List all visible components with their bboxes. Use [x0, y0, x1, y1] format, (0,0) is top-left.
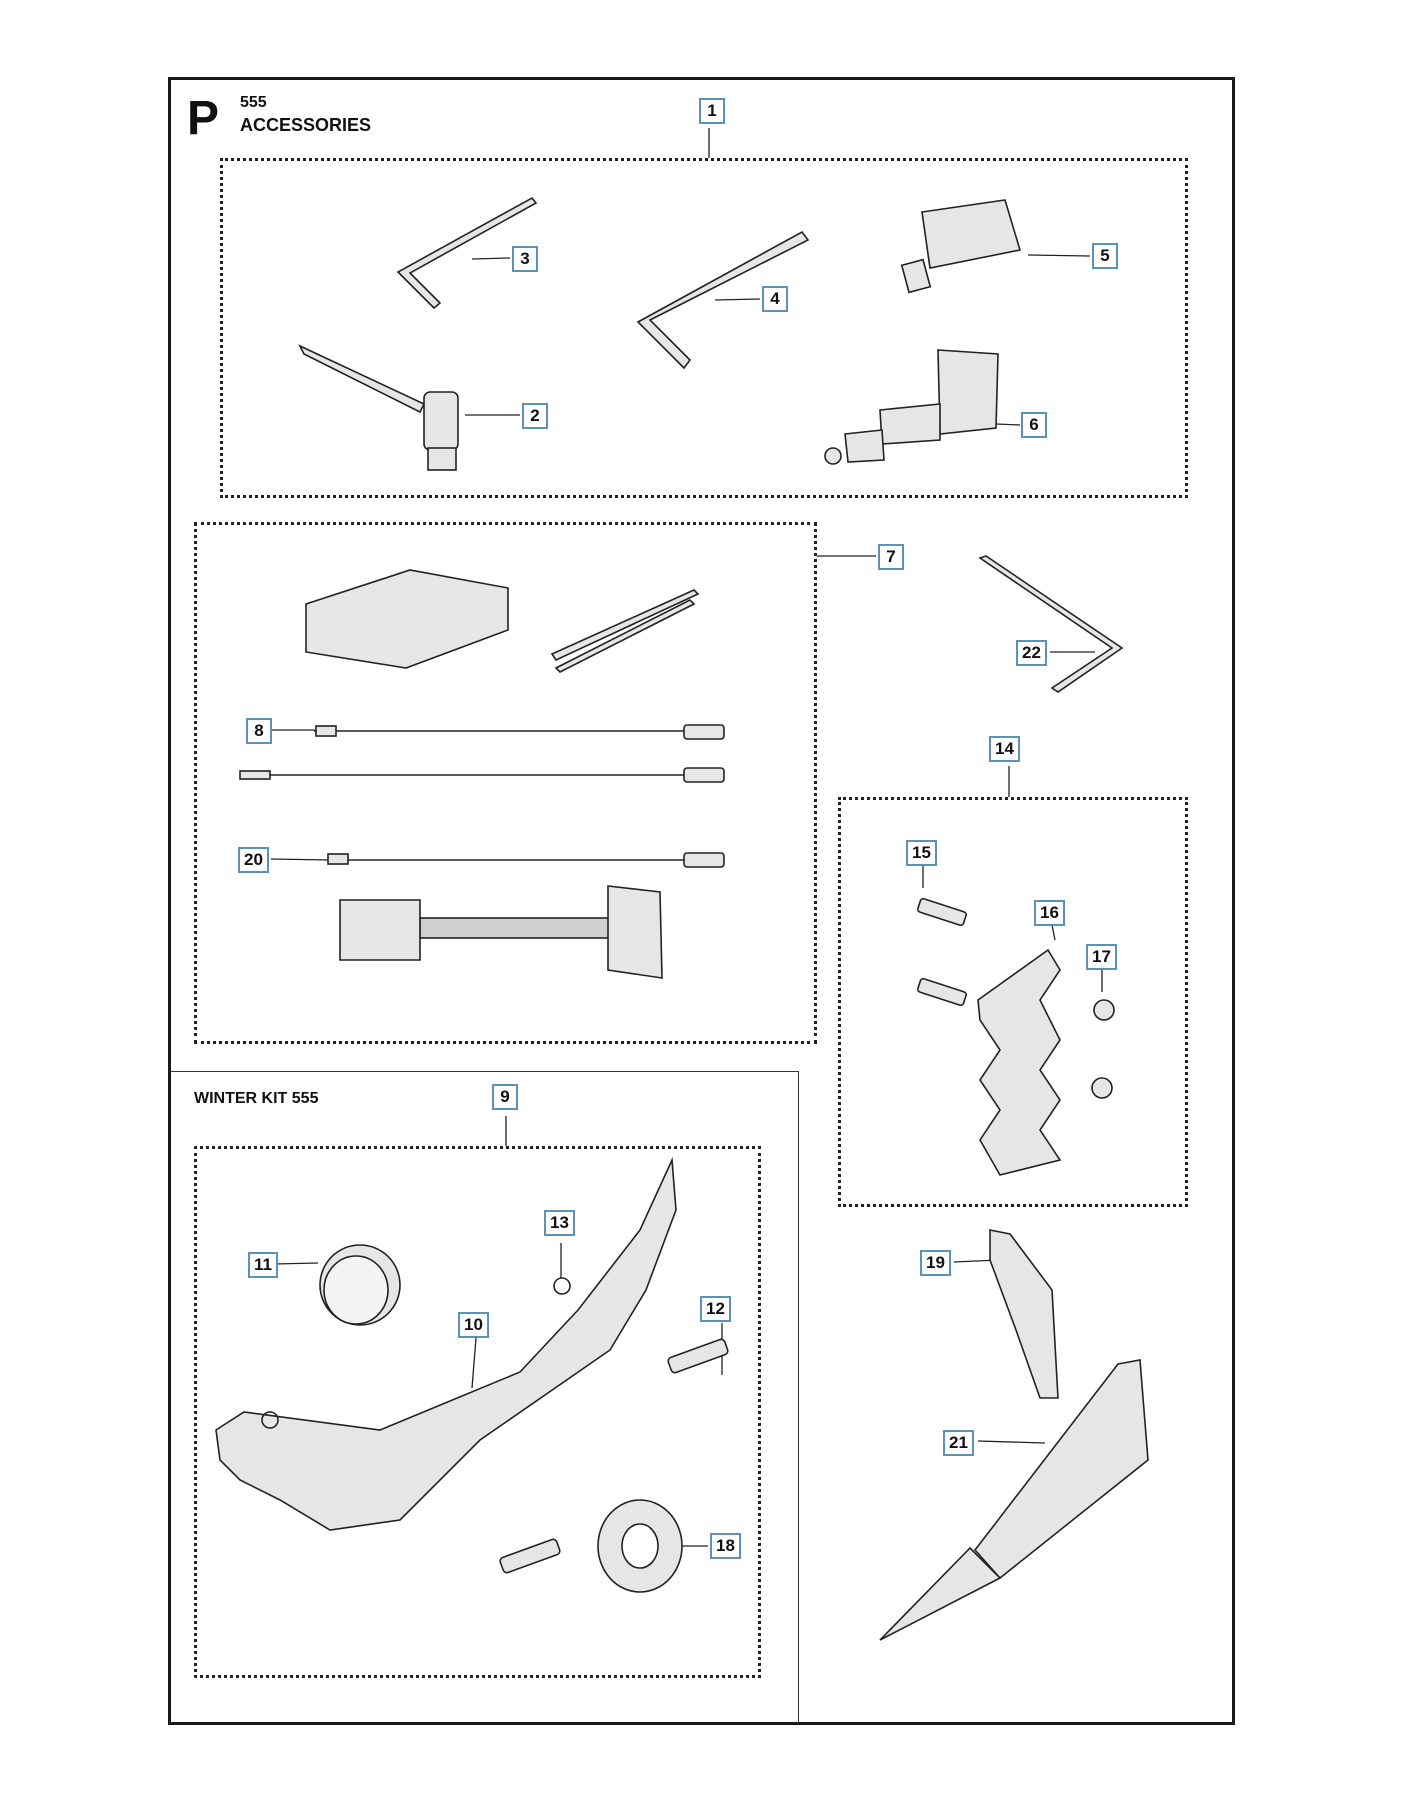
winter-kit-frame-right [798, 1071, 799, 1723]
callout-19: 19 [920, 1250, 951, 1276]
group-box-7 [194, 522, 817, 1044]
callout-9: 9 [492, 1084, 518, 1110]
callout-2: 2 [522, 403, 548, 429]
model-number: 555 [240, 94, 267, 111]
callout-22: 22 [1016, 640, 1047, 666]
callout-5: 5 [1092, 243, 1118, 269]
callout-8: 8 [246, 718, 272, 744]
callout-17: 17 [1086, 944, 1117, 970]
callout-1: 1 [699, 98, 725, 124]
winter-kit-frame-top [171, 1071, 799, 1072]
diagram-frame [168, 77, 1235, 1725]
callout-3: 3 [512, 246, 538, 272]
callout-6: 6 [1021, 412, 1047, 438]
callout-7: 7 [878, 544, 904, 570]
callout-21: 21 [943, 1430, 974, 1456]
callout-13: 13 [544, 1210, 575, 1236]
callout-11: 11 [248, 1252, 278, 1278]
callout-20: 20 [238, 847, 269, 873]
callout-14: 14 [989, 736, 1020, 762]
callout-15: 15 [906, 840, 937, 866]
callout-4: 4 [762, 286, 788, 312]
callout-18: 18 [710, 1533, 741, 1559]
group-box-14 [838, 797, 1188, 1207]
callout-16: 16 [1034, 900, 1065, 926]
section-letter: P [187, 92, 220, 145]
group-box-1 [220, 158, 1188, 498]
winter-kit-title: WINTER KIT 555 [194, 1090, 319, 1107]
callout-10: 10 [458, 1312, 489, 1338]
group-box-9 [194, 1146, 761, 1678]
callout-12: 12 [700, 1296, 731, 1322]
section-title: ACCESSORIES [240, 115, 372, 135]
